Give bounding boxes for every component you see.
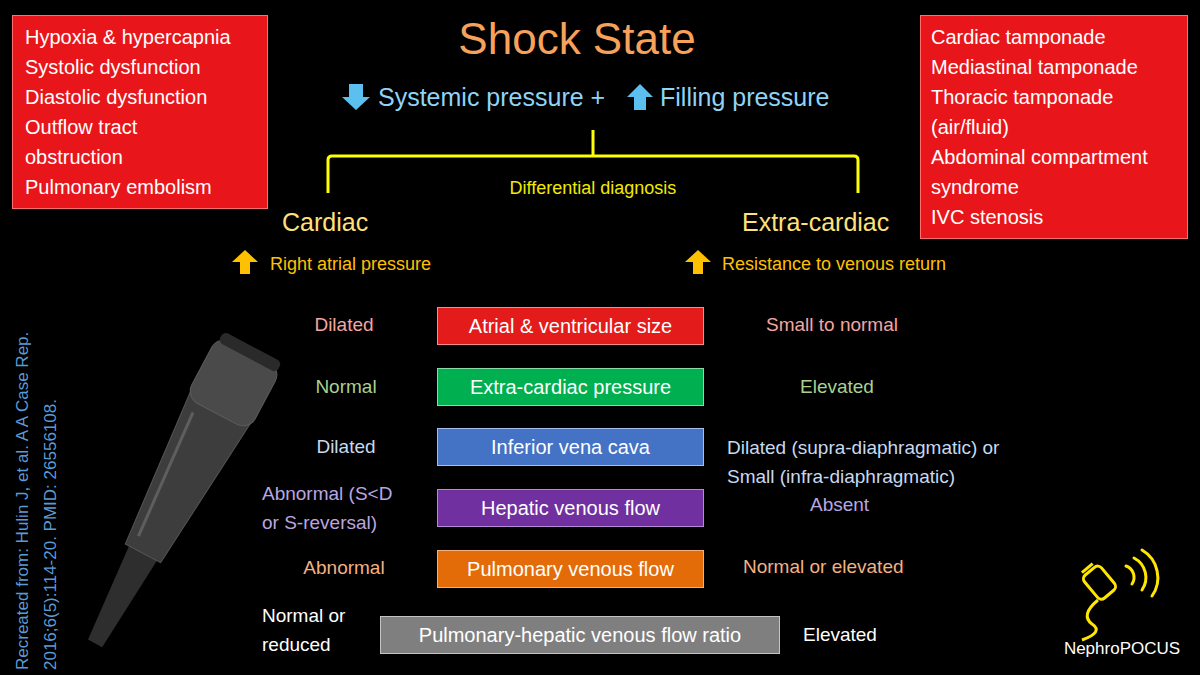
parameter-box: Pulmonary venous flow	[437, 550, 704, 588]
up-arrow-icon	[627, 84, 653, 110]
parameter-box: Inferior vena cava	[437, 428, 704, 466]
extracardiac-finding: Small to normal	[766, 313, 966, 337]
parameter-box: Pulmonary-hepatic venous flow ratio	[380, 616, 780, 654]
cause-item: Abdominal compartment syndrome	[931, 142, 1177, 202]
diagram-title: Shock State	[377, 12, 777, 66]
cardiac-finding: Dilated	[266, 435, 426, 459]
parameter-name: Atrial & ventricular size	[469, 315, 672, 337]
cause-item: Diastolic dysfunction	[25, 82, 237, 112]
logo-cable	[1082, 600, 1098, 640]
subtitle-text: Filling pressure	[660, 82, 860, 112]
logo-waves	[1126, 550, 1158, 596]
extracardiac-finding: Normal or elevated	[743, 555, 973, 579]
mechanism-label: Resistance to venous return	[722, 252, 982, 276]
probe-highlight	[130, 412, 202, 536]
category-heading: Extra-cardiac	[742, 207, 942, 237]
cause-list-box: Hypoxia & hypercapniaSystolic dysfunctio…	[12, 15, 268, 209]
logo-probe-lens	[1082, 564, 1093, 573]
cardiac-finding: Abnormal	[264, 556, 424, 580]
parameter-name: Inferior vena cava	[491, 436, 650, 458]
up-arrow-icon	[685, 250, 711, 274]
cause-item: Mediastinal tamponade	[931, 52, 1177, 82]
parameter-name: Hepatic venous flow	[481, 497, 660, 519]
cause-item: Systolic dysfunction	[25, 52, 237, 82]
cause-list-box: Cardiac tamponadeMediastinal tamponadeTh…	[920, 15, 1188, 239]
logo-wordmark: NephroPOCUS	[1052, 638, 1192, 660]
citation-note: Recreated from: Hulin J, et al. A A Case…	[9, 246, 65, 670]
cause-item: Cardiac tamponade	[931, 22, 1177, 52]
cardiac-finding: Abnormal (S<D or S-reversal)	[262, 479, 412, 537]
cause-item: Pulmonary embolism	[25, 172, 237, 202]
logo-probe	[1079, 561, 1118, 601]
extracardiac-finding: Elevated	[800, 375, 950, 399]
probe-cable	[81, 543, 159, 651]
probe-lens	[218, 331, 282, 373]
down-arrow-icon	[342, 84, 370, 110]
cause-item: IVC stenosis	[931, 202, 1177, 232]
logo-icon	[1079, 550, 1158, 640]
extracardiac-finding: Dilated (supra-diaphragmatic) or Small (…	[727, 433, 1002, 491]
cause-item: Outflow tract obstruction	[25, 112, 237, 172]
category-heading: Cardiac	[282, 207, 422, 237]
parameter-name: Pulmonary venous flow	[467, 558, 674, 580]
cardiac-finding: Normal	[266, 375, 426, 399]
up-arrow-icon	[232, 250, 258, 274]
extracardiac-finding: Elevated	[803, 623, 953, 647]
subtitle-text: Systemic pressure +	[378, 82, 628, 112]
parameter-name: Pulmonary-hepatic venous flow ratio	[419, 624, 741, 646]
cardiac-finding: Dilated	[264, 313, 424, 337]
parameter-box: Atrial & ventricular size	[437, 307, 704, 345]
ultrasound-probe	[63, 330, 284, 660]
extracardiac-finding: Absent	[810, 493, 960, 517]
parameter-box: Extra-cardiac pressure	[437, 368, 704, 406]
cause-item: Hypoxia & hypercapnia	[25, 22, 237, 52]
parameter-box: Hepatic venous flow	[437, 489, 704, 527]
cardiac-finding: Normal or reduced	[262, 601, 374, 659]
parameter-name: Extra-cardiac pressure	[470, 376, 671, 398]
cause-item: Thoracic tamponade (air/fluid)	[931, 82, 1177, 142]
logo-probe-body	[1081, 564, 1117, 601]
mechanism-label: Right atrial pressure	[270, 252, 490, 276]
bracket-label: Differential diagnosis	[463, 176, 723, 200]
